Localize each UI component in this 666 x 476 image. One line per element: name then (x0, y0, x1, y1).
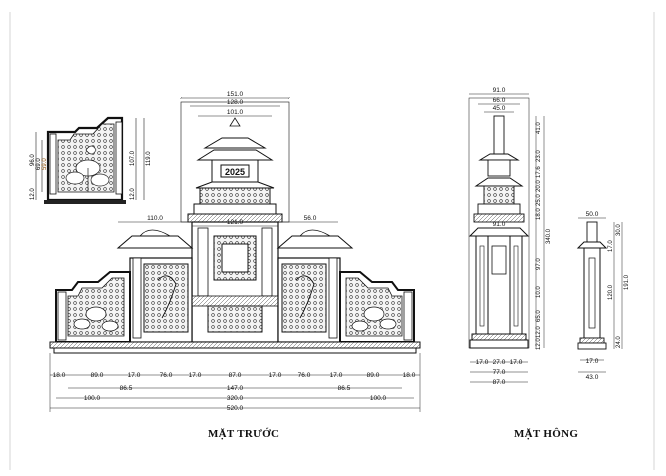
dim-text: 87.0 (493, 379, 506, 386)
dim-text: 17.6 (536, 166, 542, 178)
dim-text: 59.0 (42, 158, 48, 170)
dim-text: 87.0 (229, 372, 242, 379)
dim-text: 96.0 (30, 154, 36, 166)
dim-text: 100.0 (370, 395, 387, 402)
dim-text: 24.0 (616, 336, 622, 348)
side-dimensions (469, 93, 545, 383)
dim-text: 50.0 (586, 211, 599, 218)
dim-text: 340.0 (546, 228, 552, 244)
dim-text: 121.0 (227, 219, 244, 226)
dim-text: 191.0 (624, 274, 630, 290)
dim-text: 76.0 (160, 372, 173, 379)
dim-text: 17.0 (189, 372, 202, 379)
post-elevation (576, 221, 608, 350)
dim-text: 97.0 (536, 258, 542, 270)
dim-text: 17.0 (476, 359, 489, 366)
front-elevation: 2025 (49, 101, 421, 354)
dim-text: 17.0 (330, 372, 343, 379)
dim-text: 12.0 (536, 338, 542, 350)
dim-text: 91.0 (493, 87, 506, 94)
dim-text: 86.5 (338, 385, 351, 392)
dim-text: 320.0 (227, 395, 244, 402)
dim-text: 23.0 (536, 150, 542, 162)
dim-text: 43.0 (586, 374, 599, 381)
dim-text: 110.0 (147, 215, 163, 222)
dim-text: 76.0 (298, 372, 311, 379)
dim-text: 520.0 (227, 405, 244, 412)
dim-text: 77.0 (493, 369, 506, 376)
post-dim-labels: 50.0 30.0 17.0 191.0 120.0 24.0 17.0 43.… (586, 211, 630, 381)
dim-text: 89.0 (367, 372, 380, 379)
side-view-title: MẶT HÔNG (514, 428, 579, 440)
dim-text: 100.0 (84, 395, 101, 402)
dim-text: 56.0 (304, 215, 317, 222)
dim-text: 12.0 (130, 188, 136, 200)
dim-text: 151.0 (227, 91, 244, 98)
detail-panel: 96.0 69.0 59.0 12.0 107.0 119.0 12.0 (30, 116, 152, 204)
dim-text: 120.0 (608, 284, 614, 300)
dim-text: 18.0 (403, 372, 416, 379)
dim-text: 41.0 (536, 122, 542, 134)
dim-text: 18.0 (53, 372, 66, 379)
dim-text: 25.0 (536, 194, 542, 206)
dim-text: 91.0 (493, 221, 506, 228)
dim-text: 17.0 (510, 359, 523, 366)
dim-text: 119.0 (146, 151, 152, 166)
dim-text: 12.0 (30, 188, 36, 200)
dim-text: 18.0 (536, 208, 542, 220)
dim-text: 147.0 (227, 385, 244, 392)
dim-text: 17.0 (269, 372, 282, 379)
side-dim-labels: 91.0 66.0 45.0 91.0 41.0 23.0 17.6 20.0 … (476, 87, 552, 386)
dim-text: 66.0 (493, 97, 506, 104)
dim-text: 45.0 (493, 105, 506, 112)
detail-dims: 96.0 69.0 59.0 12.0 107.0 119.0 12.0 (30, 118, 152, 200)
dim-text: 17.0 (608, 240, 614, 252)
dim-text: 17.0 (586, 358, 599, 365)
side-elevation (468, 97, 530, 349)
front-dim-labels: 151.0 128.0 101.0 110.0 121.0 56.0 18.0 … (53, 91, 416, 412)
dim-text: 12.0 (536, 326, 542, 338)
front-dimensions (49, 98, 421, 412)
dim-text: 65.0 (536, 310, 542, 322)
front-view-title: MẶT TRƯỚC (208, 428, 280, 440)
dim-text: 101.0 (227, 109, 244, 116)
dim-text: 27.0 (493, 359, 506, 366)
dim-text: 30.0 (616, 224, 622, 236)
dim-text: 69.0 (36, 158, 42, 170)
dim-text: 89.0 (91, 372, 104, 379)
dim-text: 86.5 (120, 385, 133, 392)
dim-text: 10.0 (536, 286, 542, 298)
year-plaque: 2025 (225, 167, 245, 177)
dim-text: 128.0 (227, 99, 244, 106)
dim-text: 107.0 (130, 150, 136, 166)
dim-text: 20.0 (536, 180, 542, 192)
dim-text: 17.0 (128, 372, 141, 379)
post-dimensions (578, 217, 623, 373)
